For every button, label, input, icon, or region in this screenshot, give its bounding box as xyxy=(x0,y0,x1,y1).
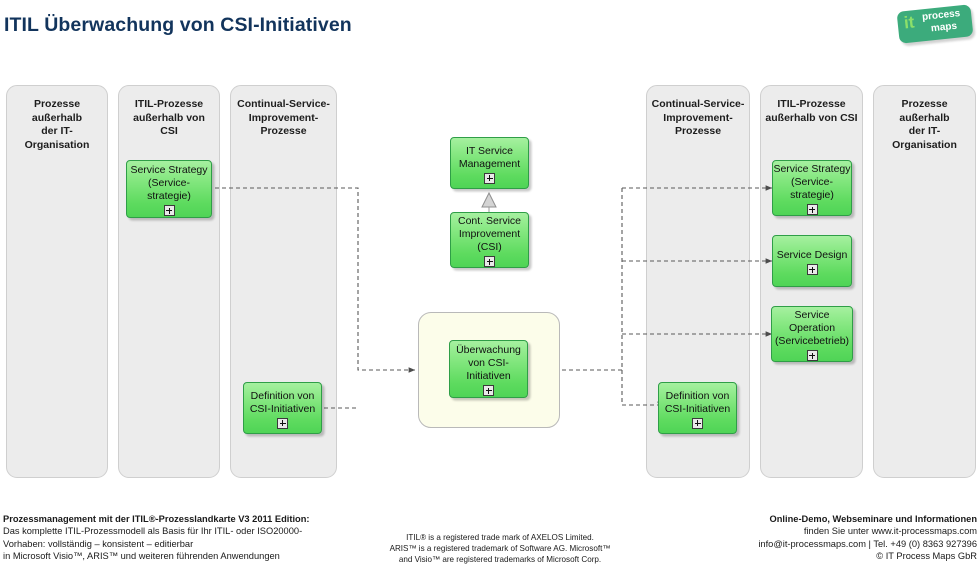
footer-right-line-4: © IT Process Maps GbR xyxy=(876,551,977,562)
plus-icon[interactable] xyxy=(484,172,495,184)
footer-left-line-2: Das komplette ITIL-Prozessmodell als Bas… xyxy=(3,526,303,537)
lane-title: Continual-Service-Improvement-Prozesse xyxy=(237,98,330,137)
lane-title: Continual-Service-Improvement-Prozesse xyxy=(651,98,745,137)
footer-right-line-3: info@it-processmaps.com | Tel. +49 (0) 8… xyxy=(758,538,977,549)
box-service-design-right[interactable]: Service Design xyxy=(772,235,852,287)
triangle-up-icon xyxy=(481,191,497,208)
plus-icon[interactable] xyxy=(806,264,818,275)
plus-icon[interactable] xyxy=(163,205,175,216)
plus-icon[interactable] xyxy=(277,417,288,429)
plus-icon[interactable] xyxy=(806,350,818,361)
plus-icon[interactable] xyxy=(484,256,495,267)
plus-icon[interactable] xyxy=(692,417,703,429)
footer-right: Online-Demo, Webseminare und Information… xyxy=(645,513,977,563)
footer-left-line-1: Prozessmanagement mit der ITIL®-Prozessl… xyxy=(3,514,310,524)
box-service-strategy-left[interactable]: Service Strategy(Service-strategie) xyxy=(126,160,212,218)
footer-mid-line-1: ITIL® is a registered trade mark of AXEL… xyxy=(406,533,594,542)
box-label: Service Strategy(Service-strategie) xyxy=(130,164,208,202)
box-service-strategy-right[interactable]: Service Strategy(Service-strategie) xyxy=(772,160,852,216)
logo-it-text: it xyxy=(903,12,916,33)
page-title: ITIL Überwachung von CSI-Initiativen xyxy=(4,14,352,36)
box-label: Service Strategy(Service-strategie) xyxy=(773,163,851,201)
footer-mid-line-2: ARIS™ is a registered trademark of Softw… xyxy=(389,544,611,553)
footer-right-line-2: finden Sie unter www.it-processmaps.com xyxy=(803,526,977,537)
footer-middle: ITIL® is a registered trade mark of AXEL… xyxy=(335,532,665,565)
plus-icon[interactable] xyxy=(483,385,494,396)
footer-right-line-1: Online-Demo, Webseminare und Information… xyxy=(769,514,977,524)
plus-icon[interactable] xyxy=(806,204,818,215)
footer-left-line-3: Vorhaben: vollständig – konsistent – edi… xyxy=(3,538,194,549)
box-label: Service Design xyxy=(776,249,848,261)
footer-left-line-4: in Microsoft Visio™, ARIS™ und weiteren … xyxy=(3,551,280,562)
footer-left: Prozessmanagement mit der ITIL®-Prozessl… xyxy=(3,513,333,563)
footer-mid-line-3: and Visio™ are registered trademarks of … xyxy=(398,555,602,564)
it-process-maps-logo[interactable]: it process maps xyxy=(896,4,974,44)
